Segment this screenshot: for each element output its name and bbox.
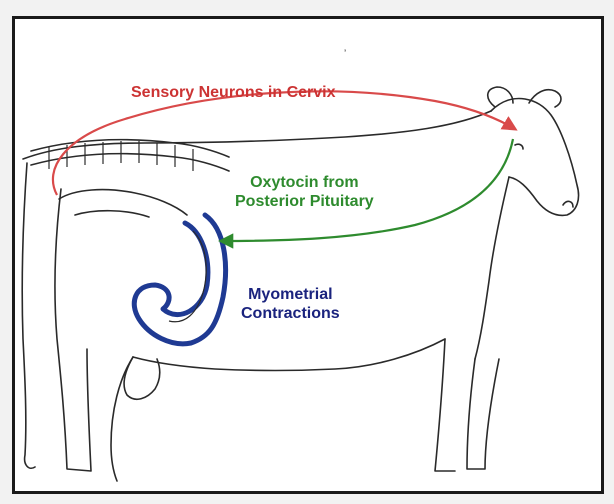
cow-organ-line-2 [75,211,149,217]
sensory-neurons-label: Sensory Neurons in Cervix [131,83,336,102]
cow-tail [22,163,35,468]
stray-mark: ʼ [344,49,346,60]
oxytocin-label: Oxytocin from Posterior Pituitary [235,173,374,211]
diagram-frame: ʼ Sensory Neurons in Cervix Oxytocin fro… [12,16,604,494]
oxytocin-line-1: Oxytocin from [235,173,374,192]
uterus-outline [134,215,225,344]
cow-horn [529,90,561,107]
cow-eye [515,144,523,149]
myometrial-line-1: Myometrial [241,285,340,304]
cow-outline [22,87,578,481]
sensory-neurons-text: Sensory Neurons in Cervix [131,84,336,101]
myometrial-label: Myometrial Contractions [241,285,340,323]
cow-front-leg-near [467,359,499,469]
cow-rear-leg-back [55,189,91,471]
cow-rear-leg-front [111,357,133,481]
myometrial-line-2: Contractions [241,304,340,323]
cow-front-leg-far [435,339,455,471]
cow-nostril [563,201,573,207]
oxytocin-line-2: Posterior Pituitary [235,192,374,211]
cow-neck-front [475,177,509,359]
cow-back-line [23,111,491,159]
